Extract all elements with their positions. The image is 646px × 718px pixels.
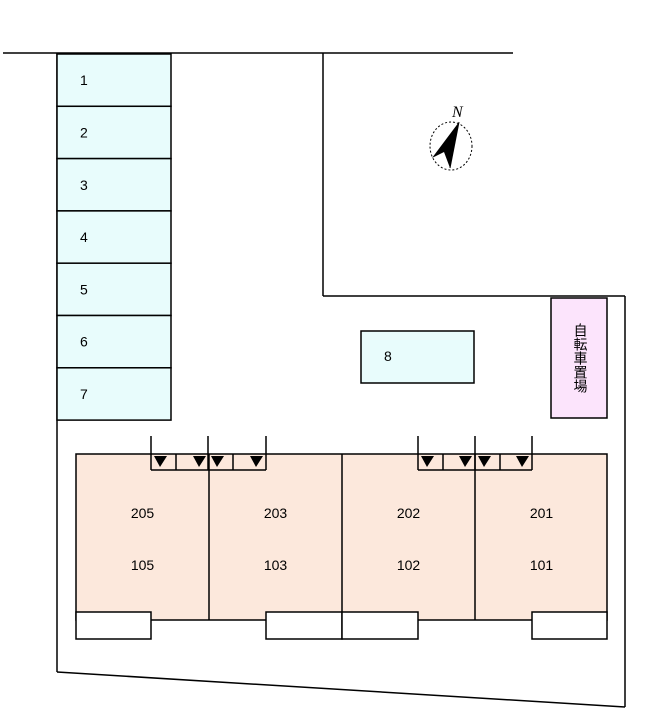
parking-space-7-label: 7 (80, 386, 88, 402)
unit-202-label: 202 (397, 505, 421, 521)
porch-box (75, 611, 152, 640)
parking-space-8: 8 (360, 330, 475, 384)
entry-arrow-icon (193, 456, 206, 467)
parking-space-1-box (56, 53, 172, 108)
bottom-boundary-line (56, 671, 626, 708)
entry-arrow-icon (516, 456, 529, 467)
parking-space-8-box (360, 330, 475, 384)
parking-space-3-box (56, 157, 172, 212)
unit-205-label: 205 (131, 505, 155, 521)
parking-space-6-box (56, 314, 172, 369)
compass-circle (429, 121, 473, 171)
unit-102-label: 102 (397, 557, 421, 573)
compass-north-label: N (451, 104, 464, 121)
parking-space-5-label: 5 (80, 281, 88, 297)
parking-space-4-label: 4 (80, 229, 88, 245)
apartment-units: 205 105 203 103 202 102 201 101 (131, 454, 554, 620)
entry-arrow-icon (421, 456, 434, 467)
entry-arrow-icon (211, 456, 224, 467)
entry-arrow-icon (459, 456, 472, 467)
porch-box (265, 611, 343, 640)
entry-arrow-icon (478, 456, 491, 467)
parking-column: 1 2 3 4 5 6 7 (56, 53, 172, 421)
compass-north-arrow-icon: N (429, 104, 473, 171)
parking-space-8-label: 8 (384, 348, 392, 364)
parking-space-7-box (56, 367, 172, 421)
bicycle-parking-label: 自転車置場 (571, 323, 588, 393)
porch-box (531, 611, 608, 640)
unit-101-label: 101 (530, 557, 554, 573)
porch-box (341, 611, 419, 640)
right-stair-entrance (417, 436, 533, 471)
parking-space-2-box (56, 105, 172, 160)
entry-arrow-icon (250, 456, 263, 467)
unit-103-label: 103 (264, 557, 288, 573)
parking-space-5-box (56, 262, 172, 317)
parking-space-2-label: 2 (80, 124, 88, 140)
bicycle-parking-box (550, 297, 608, 419)
unit-201-label: 201 (530, 505, 554, 521)
left-stair-entrance (150, 436, 267, 471)
parking-space-6-label: 6 (80, 334, 88, 350)
parking-space-3-label: 3 (80, 177, 88, 193)
parking-space-4-box (56, 210, 172, 264)
unit-105-label: 105 (131, 557, 155, 573)
compass-needle-line (449, 121, 460, 169)
entry-arrow-icon (154, 456, 167, 467)
parking-space-1-label: 1 (80, 72, 88, 88)
unit-203-label: 203 (264, 505, 288, 521)
